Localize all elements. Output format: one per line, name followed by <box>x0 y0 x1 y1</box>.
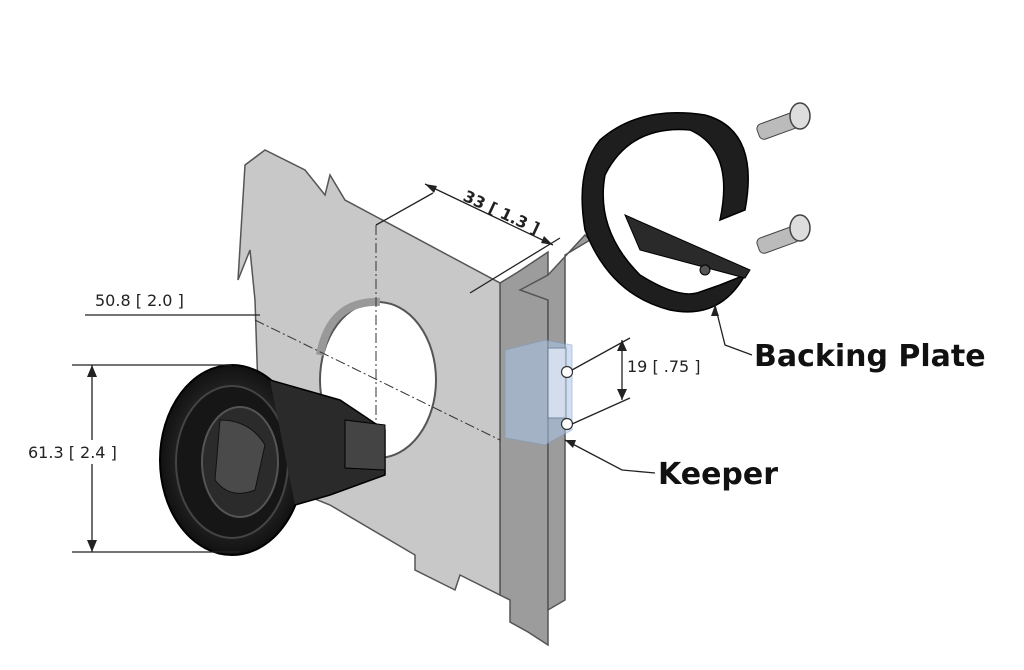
callout-backing-plate: Backing Plate <box>711 304 986 374</box>
latch-bezel <box>159 364 386 556</box>
hole-dimension-label: 50.8 [ 2.0 ] <box>95 291 184 310</box>
keeper-screw-hole-top <box>560 365 574 379</box>
bezel-dimension-label: 61.3 [ 2.4 ] <box>28 443 117 462</box>
depth-dimension-label: 33 [ 1.3 ] <box>460 186 542 238</box>
callout-keeper: Keeper <box>564 439 778 492</box>
keeper-label: Keeper <box>658 457 778 492</box>
hole-centerline-axis <box>254 319 501 441</box>
keeper-spacing-dimension-label: 19 [ .75 ] <box>627 357 701 376</box>
screw-bottom <box>756 214 811 254</box>
backing-plate-label: Backing Plate <box>754 339 986 374</box>
dimension-bezel: 61.3 [ 2.4 ] <box>22 364 240 553</box>
dimension-hole: 50.8 [ 2.0 ] <box>85 291 260 316</box>
keeper <box>504 339 574 446</box>
keeper-screw-hole-bottom <box>560 417 574 431</box>
hole-rim-shade <box>316 297 381 356</box>
dimension-keeper-spacing: 19 [ .75 ] <box>571 337 701 425</box>
screw-top <box>756 102 811 140</box>
backing-plate <box>581 112 751 313</box>
